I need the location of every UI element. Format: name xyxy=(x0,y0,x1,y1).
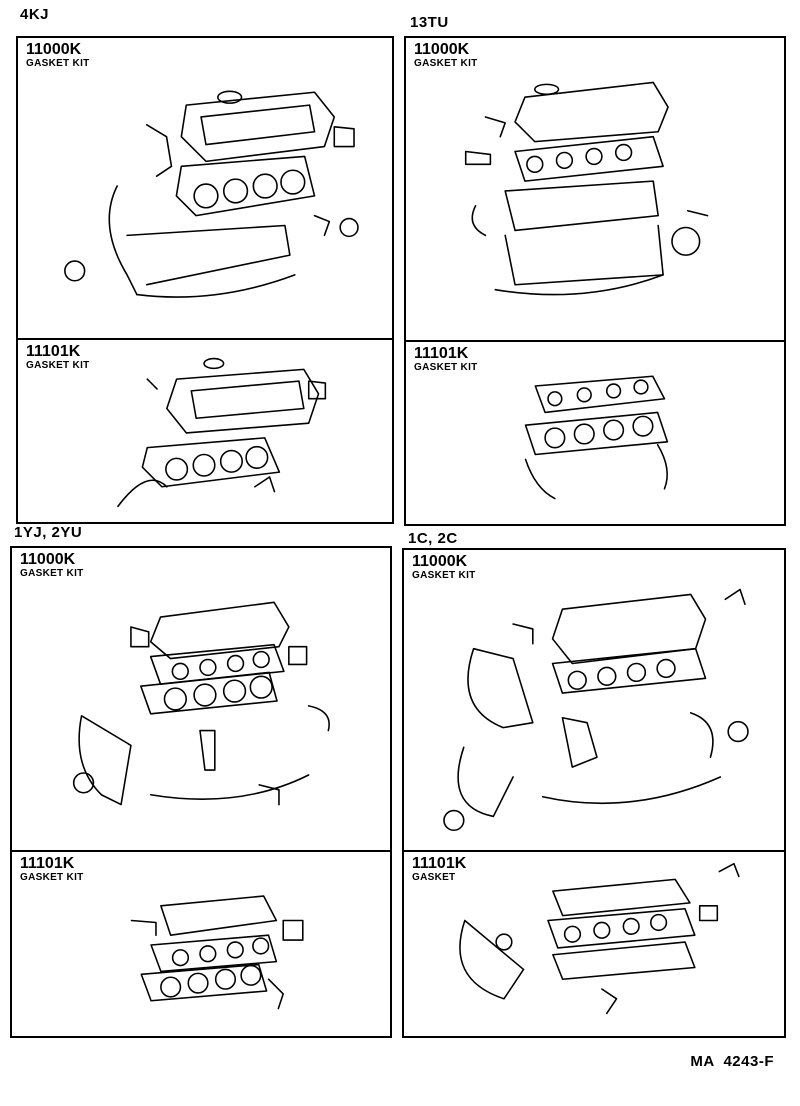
gasket-kit-illustration xyxy=(524,375,669,500)
engine-label-4kj: 4KJ xyxy=(20,6,50,23)
gasket-kit-illustration xyxy=(72,601,330,806)
gasket-kit-illustration xyxy=(459,862,740,1015)
gasket-kit-illustration xyxy=(443,588,749,832)
panel-1c-2c-11101k: 11101K GASKET xyxy=(402,850,786,1038)
panel-1yj-2yu-11000k: 11000K GASKET KIT xyxy=(10,546,392,852)
engine-label-13tu: 13TU xyxy=(410,14,449,31)
part-number: 11101K xyxy=(26,343,81,360)
panel-4kj-11000k: 11000K GASKET KIT xyxy=(16,36,394,340)
diagram-code: MA 4243-F xyxy=(690,1053,774,1070)
engine-label-1yj-2yu: 1YJ, 2YU xyxy=(14,524,83,541)
panel-13tu-11000k: 11000K GASKET KIT xyxy=(404,36,786,342)
part-number: 11101K xyxy=(412,855,467,872)
part-description: GASKET xyxy=(412,872,456,883)
part-description: GASKET KIT xyxy=(412,570,476,581)
part-number: 11000K xyxy=(414,41,470,58)
gasket-kit-illustration xyxy=(64,90,359,298)
part-number: 11000K xyxy=(20,551,76,568)
part-description: GASKET KIT xyxy=(20,872,84,883)
panel-1yj-2yu-11101k: 11101K GASKET KIT xyxy=(10,850,392,1038)
panel-13tu-11101k: 11101K GASKET KIT xyxy=(404,340,786,526)
part-description: GASKET KIT xyxy=(26,360,90,371)
part-number: 11101K xyxy=(20,855,75,872)
part-number: 11101K xyxy=(414,345,469,362)
panel-4kj-11101k: 11101K GASKET KIT xyxy=(16,338,394,524)
part-description: GASKET KIT xyxy=(20,568,84,579)
part-number: 11000K xyxy=(412,553,468,570)
part-description: GASKET KIT xyxy=(414,58,478,69)
panel-1c-2c-11000k: 11000K GASKET KIT xyxy=(402,548,786,852)
gasket-kit-illustration xyxy=(130,895,304,1010)
gasket-kit-illustration xyxy=(464,81,709,296)
part-description: GASKET KIT xyxy=(26,58,90,69)
gasket-kit-illustration xyxy=(117,357,327,508)
part-number: 11000K xyxy=(26,41,82,58)
part-description: GASKET KIT xyxy=(414,362,478,373)
engine-label-1c-2c: 1C, 2C xyxy=(408,530,458,547)
